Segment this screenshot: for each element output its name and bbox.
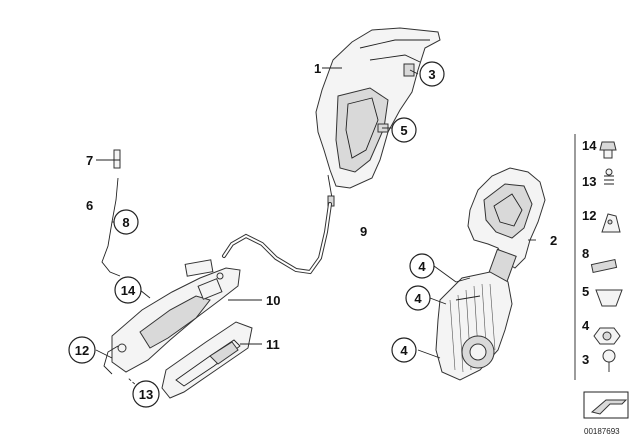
callout-14-text: 14 (121, 283, 136, 298)
legend-label-4: 4 (582, 318, 590, 333)
callout-4-top: 4 (409, 253, 435, 279)
legend-label-8: 8 (582, 246, 589, 261)
legend-label-14: 14 (582, 138, 597, 153)
callout-4-top-text: 4 (418, 259, 426, 274)
callout-8: 8 (113, 209, 139, 235)
legend-panel (574, 134, 629, 419)
label-11: 11 (266, 337, 280, 352)
legend-label-12: 12 (582, 208, 596, 223)
callout-3-text: 3 (428, 67, 435, 82)
actuator-part (467, 167, 546, 284)
callout-4-bottom: 4 (391, 337, 417, 363)
label-1: 1 (314, 61, 321, 76)
callout-3: 3 (419, 61, 445, 87)
callout-5-text: 5 (400, 123, 407, 138)
legend-label-13: 13 (582, 174, 596, 189)
label-6: 6 (86, 198, 93, 213)
label-10: 10 (266, 293, 280, 308)
legend-label-5: 5 (582, 284, 589, 299)
callout-14: 14 (114, 276, 142, 304)
legend-label-3: 3 (582, 352, 589, 367)
leader-lines (95, 67, 536, 395)
gasket-part (161, 321, 253, 399)
callout-5: 5 (391, 117, 417, 143)
callout-12: 12 (68, 336, 96, 364)
label-2: 2 (550, 233, 557, 248)
callout-4-mid-text: 4 (414, 291, 422, 306)
bowden-cable-part (184, 202, 332, 277)
callout-4-mid: 4 (405, 285, 431, 311)
callout-8-text: 8 (122, 215, 129, 230)
rod-part (101, 149, 121, 277)
label-9: 9 (360, 224, 367, 239)
lock-mechanism-part (435, 271, 513, 381)
callout-4-bottom-text: 4 (400, 343, 408, 358)
callout-12-text: 12 (75, 343, 89, 358)
label-7: 7 (86, 153, 93, 168)
callout-13: 13 (132, 380, 160, 408)
diagram-id: 00187693 (584, 427, 620, 436)
lock-housing-part (315, 27, 441, 207)
handle-carrier-part (103, 267, 241, 375)
callout-13-text: 13 (139, 387, 153, 402)
